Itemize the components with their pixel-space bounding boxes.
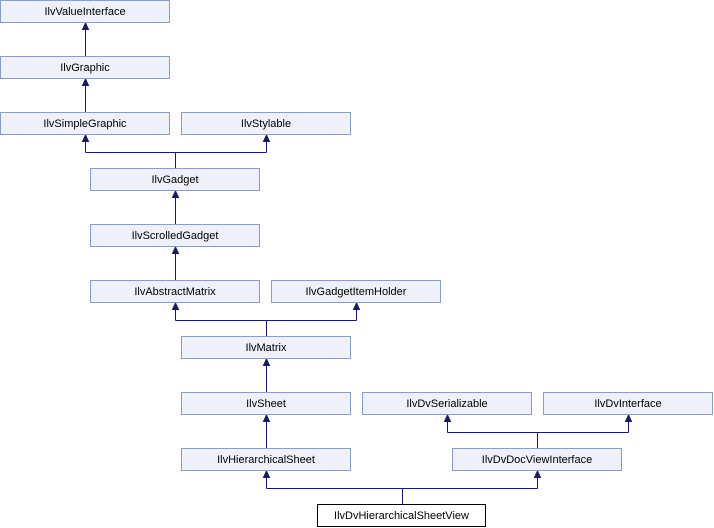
inheritance-edge-ilvmatrix <box>171 301 361 336</box>
class-node-ilvgraphic[interactable]: IlvGraphic <box>0 56 170 79</box>
class-node-ilvstylable[interactable]: IlvStylable <box>181 112 351 135</box>
class-node-ilvdvserializable[interactable]: IlvDvSerializable <box>362 392 532 415</box>
class-node-ilvdvdocviewinterface[interactable]: IlvDvDocViewInterface <box>452 448 622 471</box>
class-node-ilvmatrix[interactable]: IlvMatrix <box>181 336 351 359</box>
class-node-ilvgadgetitemholder[interactable]: IlvGadgetItemHolder <box>271 280 441 303</box>
inheritance-edge-ilvsimplegraphic <box>81 77 90 112</box>
class-node-ilvsimplegraphic[interactable]: IlvSimpleGraphic <box>0 112 170 135</box>
class-node-ilvdvinterface[interactable]: IlvDvInterface <box>543 392 713 415</box>
class-node-ilvdvhierarchicalsheetview: IlvDvHierarchicalSheetView <box>317 504 486 527</box>
inheritance-edge-ilvdvdocviewinterface <box>443 413 633 448</box>
inheritance-edge-ilvgraphic <box>81 21 90 56</box>
class-node-ilvsheet[interactable]: IlvSheet <box>181 392 351 415</box>
inheritance-edge-ilvdvhierarchicalsheetview <box>262 469 542 504</box>
class-node-ilvgadget[interactable]: IlvGadget <box>90 168 260 191</box>
inheritance-edge-ilvgadget <box>81 133 271 168</box>
class-node-ilvvalueinterface[interactable]: IlvValueInterface <box>0 0 170 23</box>
class-node-ilvhierarchicalsheet[interactable]: IlvHierarchicalSheet <box>181 448 351 471</box>
inheritance-edge-ilvabstractmatrix <box>171 245 180 280</box>
class-node-ilvabstractmatrix[interactable]: IlvAbstractMatrix <box>90 280 260 303</box>
inheritance-edge-ilvscrolledgadget <box>171 189 180 224</box>
class-node-ilvscrolledgadget[interactable]: IlvScrolledGadget <box>90 224 260 247</box>
inheritance-edge-ilvhierarchicalsheet <box>262 413 271 448</box>
inheritance-edge-ilvsheet <box>262 357 271 392</box>
